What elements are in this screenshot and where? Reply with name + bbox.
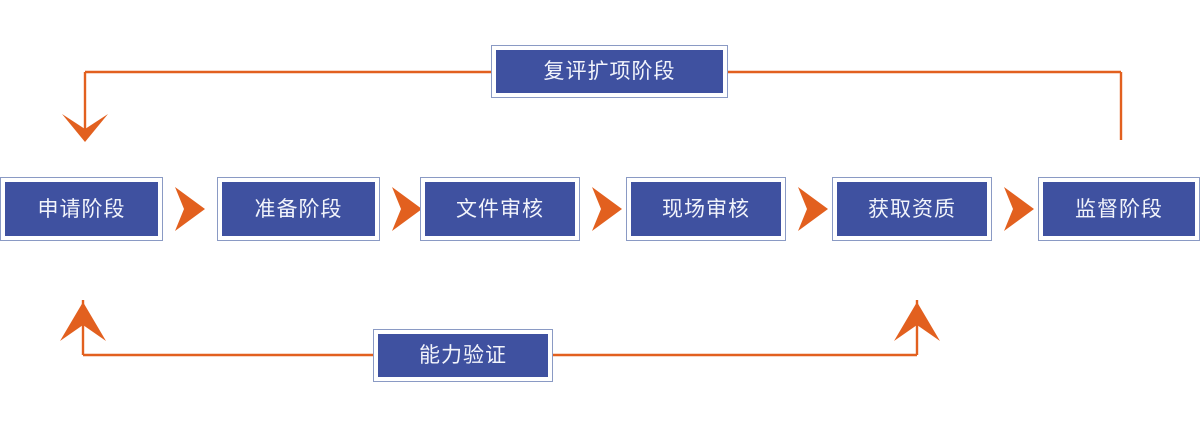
chevron-right-icon-2 (392, 187, 422, 231)
stage-box-obtain[interactable]: 获取资质 (832, 177, 992, 241)
stage-box-reassess-inner: 复评扩项阶段 (495, 49, 724, 94)
stage-box-doc-review[interactable]: 文件审核 (420, 177, 580, 241)
chevron-right-icon-5 (1004, 187, 1034, 231)
stage-box-doc-review-inner: 文件审核 (424, 181, 576, 237)
stage-label-reassess: 复评扩项阶段 (543, 59, 676, 83)
chevron-right-icon-1 (175, 187, 205, 231)
stage-box-obtain-inner: 获取资质 (836, 181, 988, 237)
stage-box-reassess[interactable]: 复评扩项阶段 (491, 45, 728, 98)
stage-box-supervise[interactable]: 监督阶段 (1038, 177, 1200, 241)
stage-box-prepare-inner: 准备阶段 (221, 181, 376, 237)
chevron-right-icon-4 (798, 187, 828, 231)
arrow-down-icon (62, 114, 108, 142)
stage-label-competence: 能力验证 (419, 343, 507, 367)
stage-box-competence[interactable]: 能力验证 (373, 329, 553, 382)
stage-label-supervise: 监督阶段 (1075, 196, 1163, 221)
stage-box-prepare[interactable]: 准备阶段 (217, 177, 380, 241)
stage-label-doc-review: 文件审核 (456, 196, 544, 221)
stage-box-apply-inner: 申请阶段 (4, 181, 159, 237)
stage-box-supervise-inner: 监督阶段 (1042, 181, 1196, 237)
stage-label-site-audit: 现场审核 (662, 196, 750, 221)
stage-box-site-audit[interactable]: 现场审核 (626, 177, 786, 241)
stage-label-obtain: 获取资质 (868, 196, 956, 221)
stage-box-site-audit-inner: 现场审核 (630, 181, 782, 237)
stage-box-competence-inner: 能力验证 (377, 333, 549, 378)
arrow-up-icon-left (60, 302, 106, 341)
stage-box-apply[interactable]: 申请阶段 (0, 177, 163, 241)
stage-label-prepare: 准备阶段 (254, 196, 343, 221)
chevron-right-icon-3 (592, 187, 622, 231)
arrow-up-icon-right (894, 302, 940, 341)
stage-label-apply: 申请阶段 (37, 196, 126, 221)
